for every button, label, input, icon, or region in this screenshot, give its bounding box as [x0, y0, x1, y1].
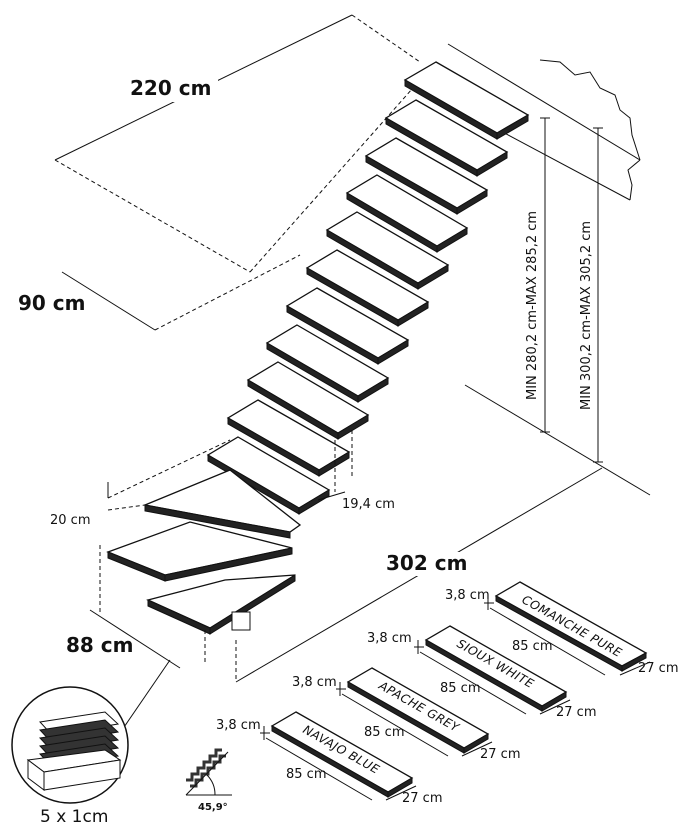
tread [325, 211, 450, 290]
label-height-b: MIN 300,2 cm-MAX 305,2 cm [579, 221, 594, 410]
swatch-navajo [260, 711, 417, 801]
tread [285, 287, 410, 365]
label-88cm: 88 cm [66, 633, 134, 657]
stair-angle-icon [185, 748, 232, 796]
swatch-apache [336, 667, 493, 757]
swatch-comanche [484, 581, 651, 676]
tread [384, 99, 509, 177]
tread-depth-comanche: 27 cm [638, 661, 679, 676]
tread-thickness-sioux: 3,8 cm [367, 631, 412, 646]
tread [246, 361, 370, 440]
tread [206, 436, 331, 515]
label-19-4cm: 19,4 cm [342, 497, 395, 512]
label-90cm: 90 cm [18, 291, 86, 315]
tread-stack [206, 61, 530, 515]
dimension-20 [107, 439, 231, 511]
tread-thickness-apache: 3,8 cm [292, 675, 337, 690]
dimension-19-4 [317, 430, 353, 501]
package-icon [11, 659, 171, 804]
tread [403, 61, 530, 140]
tread-thickness-navajo: 3,8 cm [216, 718, 261, 733]
winder-treads [106, 469, 302, 635]
tread-depth-navajo: 27 cm [402, 791, 443, 806]
swatch-sioux [414, 625, 571, 715]
tread-length-comanche: 85 cm [512, 639, 553, 654]
tread-length-apache: 85 cm [364, 725, 405, 740]
tread-length-sioux: 85 cm [440, 681, 481, 696]
tread [305, 249, 430, 327]
label-height-a: MIN 280,2 cm-MAX 285,2 cm [525, 211, 540, 400]
floor-line [464, 384, 651, 496]
label-20cm: 20 cm [50, 513, 91, 528]
angle-label: 45,9° [198, 802, 228, 813]
label-220cm: 220 cm [130, 76, 211, 100]
tread [265, 324, 390, 403]
dimension-90 [61, 254, 301, 331]
tread-depth-sioux: 27 cm [556, 705, 597, 720]
label-302cm: 302 cm [386, 551, 467, 575]
tread [345, 174, 469, 253]
tread-length-navajo: 85 cm [286, 767, 327, 782]
package-label: 5 x 1cm [40, 807, 108, 827]
tread [226, 399, 351, 477]
dimension-heights [540, 117, 603, 463]
tread [364, 137, 489, 215]
dimension-88 [89, 545, 206, 669]
tread-thickness-comanche: 3,8 cm [445, 588, 490, 603]
tread-depth-apache: 27 cm [480, 747, 521, 762]
